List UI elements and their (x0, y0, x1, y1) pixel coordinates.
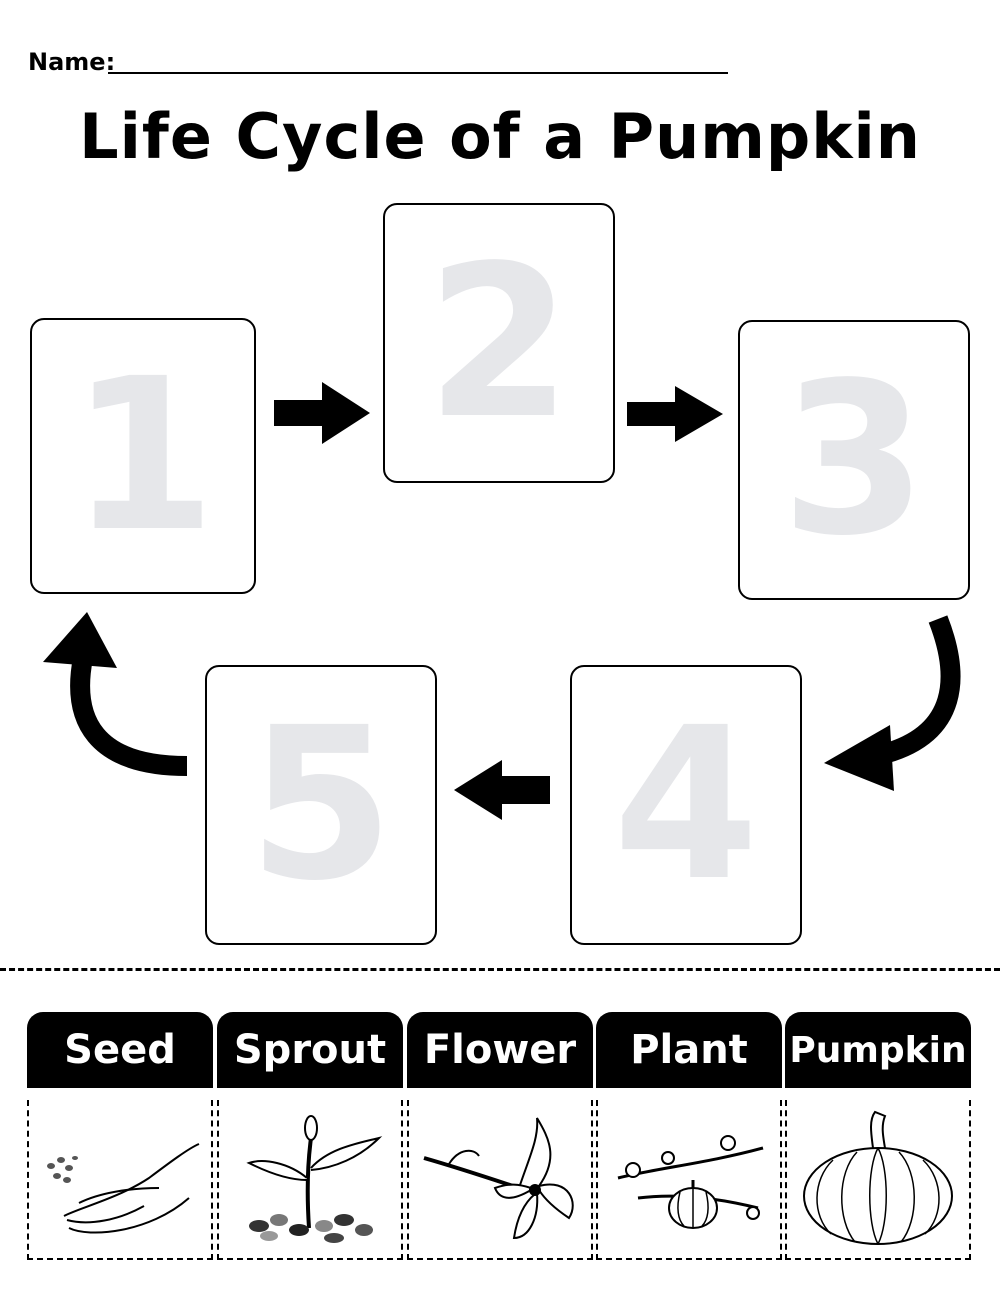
stage-box-1[interactable]: 1 (30, 318, 256, 594)
arrow-left-icon (454, 760, 550, 820)
curved-arrow-up-icon (43, 612, 188, 776)
sprout-icon (246, 1115, 383, 1243)
stage-box-4[interactable]: 4 (570, 665, 802, 945)
card-label: Seed (27, 1012, 213, 1088)
name-blank-line[interactable] (108, 72, 728, 74)
card-sprout[interactable]: Sprout (217, 1012, 403, 1260)
card-label: Sprout (217, 1012, 403, 1088)
stage-box-5[interactable]: 5 (205, 665, 437, 945)
arrow-right-icon (274, 382, 370, 444)
stage-box-2[interactable]: 2 (383, 203, 615, 483)
card-frame (407, 1100, 593, 1260)
stage-number: 3 (780, 337, 928, 582)
curved-arrow-down-icon (824, 615, 961, 791)
card-label: Pumpkin (785, 1012, 971, 1088)
card-label: Plant (596, 1012, 782, 1088)
page-title: Life Cycle of a Pumpkin (79, 100, 921, 173)
hand-with-seeds-icon (47, 1143, 200, 1234)
card-seed[interactable]: Seed (27, 1012, 213, 1260)
stage-number: 4 (612, 682, 760, 927)
stage-box-3[interactable]: 3 (738, 320, 970, 600)
flower-icon (423, 1117, 574, 1240)
stage-number: 5 (247, 682, 395, 927)
pumpkin-icon (803, 1110, 953, 1245)
stage-number: 2 (425, 220, 573, 465)
card-flower[interactable]: Flower (407, 1012, 593, 1260)
card-pumpkin[interactable]: Pumpkin (785, 1012, 971, 1260)
card-frame (785, 1100, 971, 1260)
name-label: Name: (28, 48, 116, 76)
card-frame (27, 1100, 213, 1260)
card-plant[interactable]: Plant (596, 1012, 782, 1260)
card-frame (596, 1100, 782, 1260)
card-frame (217, 1100, 403, 1260)
cut-line (0, 968, 1000, 971)
card-label: Flower (407, 1012, 593, 1088)
stage-number: 1 (69, 333, 217, 578)
arrow-right-icon (627, 386, 723, 442)
vine-with-pumpkin-icon (617, 1135, 764, 1229)
